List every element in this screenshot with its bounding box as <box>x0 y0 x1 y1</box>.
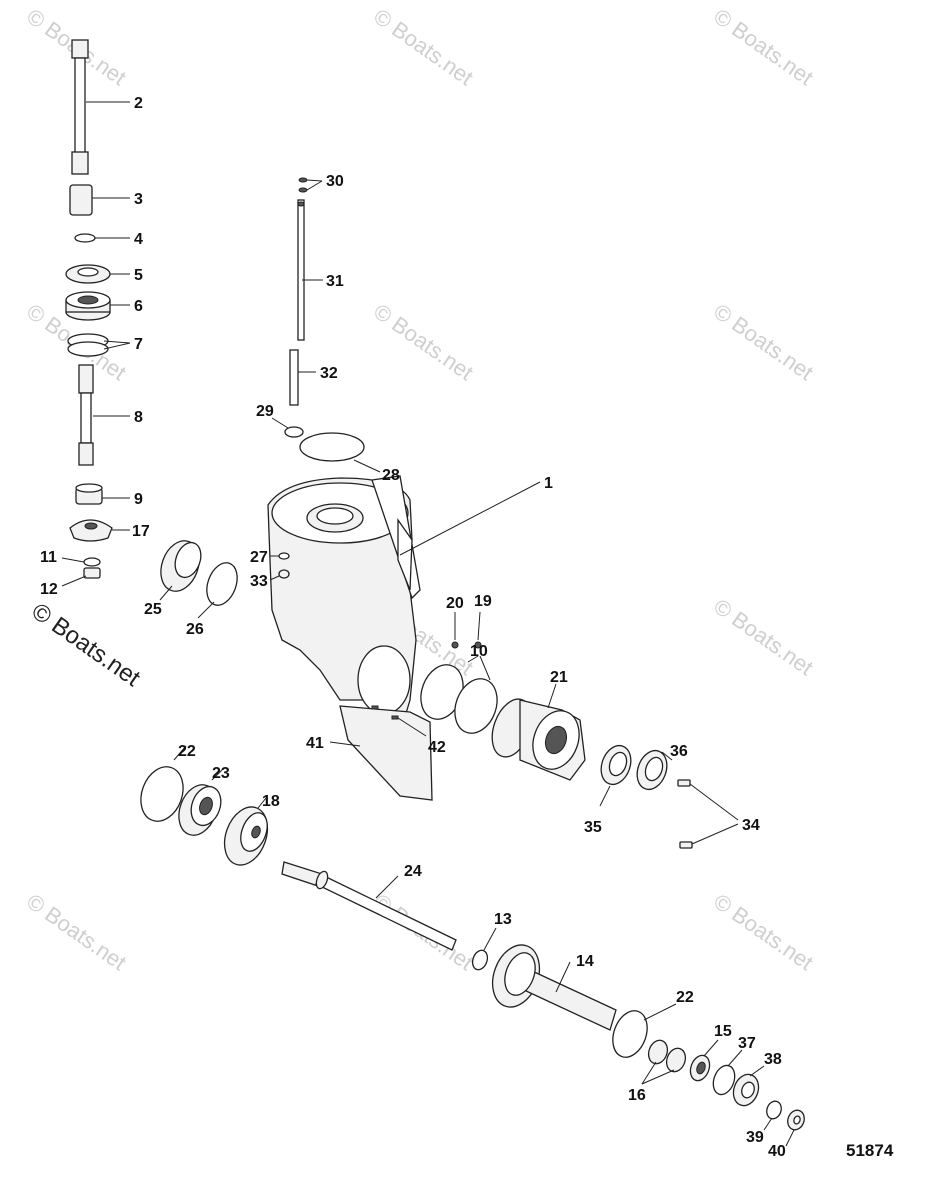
callout-25: 25 <box>144 601 162 618</box>
callout-12: 12 <box>40 581 58 598</box>
part-washer-37 <box>712 1049 743 1096</box>
part-bolts-34 <box>677 779 739 849</box>
callout-31: 31 <box>326 273 344 290</box>
callout-23: 23 <box>212 765 230 782</box>
part-trim-plate-41 <box>329 705 433 801</box>
watermark-text-dark: © Boats.net <box>27 598 146 692</box>
part-bearing-carrier-21 <box>491 683 586 781</box>
part-gear-housing-1 <box>267 475 541 722</box>
watermark-text: © Boats.net <box>709 594 818 681</box>
part-bearing-cup-25 <box>159 540 202 601</box>
part-ring-13 <box>471 927 497 971</box>
part-seals-7 <box>67 333 131 357</box>
part-gear-18 <box>223 797 269 866</box>
part-drive-shaft-lower <box>78 364 130 466</box>
part-ring-4 <box>74 233 130 243</box>
callout-10: 10 <box>470 643 488 660</box>
part-pin-20 <box>451 612 459 649</box>
part-drive-shaft-upper <box>71 39 130 175</box>
callout-16: 16 <box>628 1087 646 1104</box>
part-washer-39 <box>763 1100 782 1131</box>
part-pin-19 <box>474 611 482 649</box>
callout-40: 40 <box>768 1143 786 1160</box>
callout-20: 20 <box>446 595 464 612</box>
watermark-text: © Boats.net <box>22 889 131 976</box>
part-washer-11 <box>61 557 101 567</box>
callout-11: 11 <box>40 549 57 566</box>
part-screws-42 <box>371 705 427 737</box>
watermark-text: © Boats.net <box>369 299 478 386</box>
callout-1: 1 <box>544 475 553 492</box>
part-coupler <box>69 184 130 216</box>
part-oring-28 <box>299 432 381 473</box>
callout-37: 37 <box>738 1035 756 1052</box>
callout-5: 5 <box>134 267 143 284</box>
callout-26: 26 <box>186 621 204 638</box>
part-oring-22-upper <box>140 745 187 822</box>
callout-39: 39 <box>746 1129 764 1146</box>
callout-3: 3 <box>134 191 143 208</box>
callout-8: 8 <box>134 409 143 426</box>
watermark-text: © Boats.net <box>709 4 818 91</box>
callout-33: 33 <box>250 573 268 590</box>
part-orings-10 <box>420 655 498 734</box>
part-bearings-16 <box>641 1039 687 1085</box>
part-clips-30 <box>298 177 323 193</box>
callout-35: 35 <box>584 819 602 836</box>
part-bearing-9 <box>75 483 130 505</box>
callout-34: 34 <box>742 817 760 834</box>
callout-labels: 1 2 3 4 5 6 7 8 9 17 11 12 30 31 32 29 2… <box>40 95 786 1160</box>
callout-36: 36 <box>670 743 688 760</box>
callout-17: 17 <box>132 523 150 540</box>
part-oring-22-lower <box>612 1003 677 1058</box>
part-bearing-35 <box>599 744 632 807</box>
part-propeller-shaft-24 <box>281 861 457 951</box>
callout-24: 24 <box>404 863 422 880</box>
callout-42: 42 <box>428 739 446 756</box>
watermark-text: © Boats.net <box>709 299 818 386</box>
part-seal-15 <box>689 1039 719 1082</box>
callout-19: 19 <box>474 593 492 610</box>
part-shift-rod-31 <box>297 199 323 341</box>
watermarks: © Boats.net © Boats.net © Boats.net © Bo… <box>22 4 818 976</box>
callout-41: 41 <box>306 735 324 752</box>
part-nut-38 <box>732 1065 765 1107</box>
callout-18: 18 <box>262 793 280 810</box>
callout-21: 21 <box>550 669 568 686</box>
callout-22-lower: 22 <box>676 989 694 1006</box>
watermark-text: © Boats.net <box>709 889 818 976</box>
callout-27: 27 <box>250 549 268 566</box>
part-ring-29 <box>271 417 304 438</box>
callout-30: 30 <box>326 173 344 190</box>
watermark-text: © Boats.net <box>369 4 478 91</box>
callout-13: 13 <box>494 911 512 928</box>
part-nut-33 <box>269 569 290 581</box>
callout-29: 29 <box>256 403 274 420</box>
part-bearing-6 <box>65 291 130 321</box>
callout-9: 9 <box>134 491 143 508</box>
callout-15: 15 <box>714 1023 732 1040</box>
part-nut-12 <box>61 567 101 587</box>
part-washer-27 <box>270 552 290 560</box>
callout-7: 7 <box>134 336 143 353</box>
callout-22-upper: 22 <box>178 743 196 760</box>
callout-14: 14 <box>576 953 594 970</box>
part-shift-coupler-32 <box>289 349 316 406</box>
callout-28: 28 <box>382 467 400 484</box>
part-bearing-23 <box>178 769 223 836</box>
callout-32: 32 <box>320 365 338 382</box>
part-nut-40 <box>785 1109 805 1147</box>
part-clutch-14 <box>491 944 617 1031</box>
part-pinion-gear-17 <box>69 519 130 542</box>
callout-4: 4 <box>134 231 143 248</box>
figure-number: 51874 <box>846 1141 894 1160</box>
callout-2: 2 <box>134 95 143 112</box>
part-retainer-5 <box>65 264 130 284</box>
callout-6: 6 <box>134 298 143 315</box>
part-seal-36 <box>636 749 673 791</box>
part-oring-26 <box>197 562 238 619</box>
callout-38: 38 <box>764 1051 782 1068</box>
